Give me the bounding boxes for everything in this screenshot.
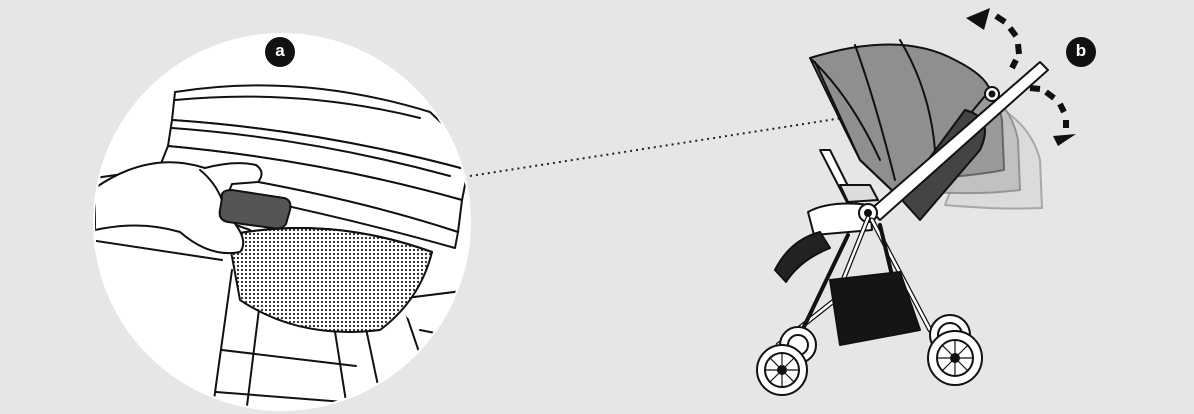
adjust-arrow-down-icon (1030, 88, 1076, 146)
rear-wheel (928, 331, 982, 385)
detail-zoom-circle (90, 34, 470, 414)
callout-badge-a: a (265, 37, 295, 67)
callout-badge-b: b (1066, 37, 1096, 67)
stroller-drawing (757, 40, 1048, 395)
front-wheel (757, 345, 807, 395)
adjust-arrow-up-icon (966, 8, 1019, 68)
